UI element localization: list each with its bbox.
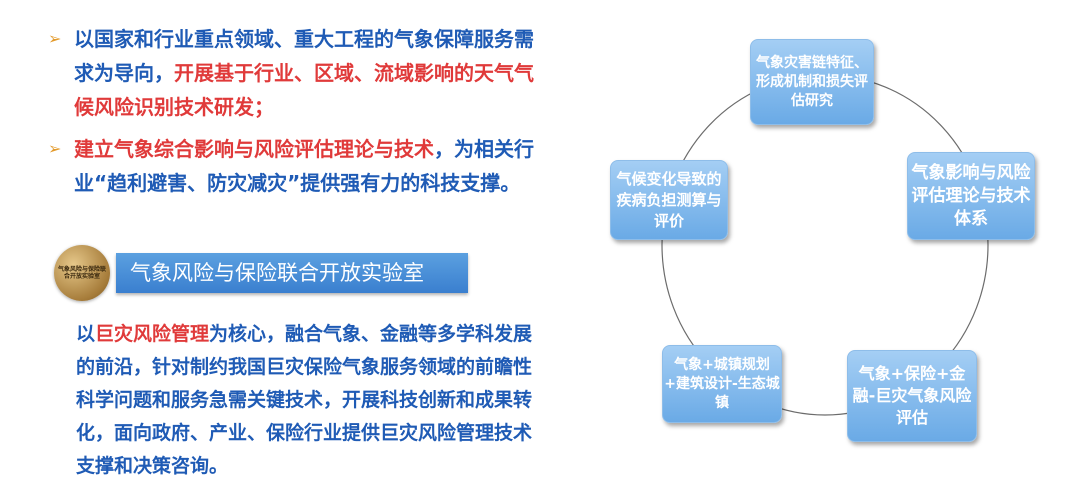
cycle-node-2: 气象影响与风险评估理论与技术体系 <box>907 152 1035 240</box>
bullet-text-plain: 以国家和行业重点领域、重大工程的气象保障服务需求为导向， <box>74 27 534 85</box>
cycle-node-5: 气象+保险+金融-巨灾气象风险评估 <box>847 350 977 442</box>
bullet-arrow-icon: ➢ <box>48 29 62 48</box>
cycle-node-label: 气象影响与风险评估理论与技术体系 <box>911 162 1031 229</box>
bullet-item-2: ➢ 建立气象综合影响与风险评估理论与技术，为相关行业“趋利避害、防灾减灾”提供强… <box>48 132 548 200</box>
bullet-item-1: ➢ 以国家和行业重点领域、重大工程的气象保障服务需求为导向，开展基于行业、区域、… <box>48 22 548 124</box>
lab-title-banner: 气象风险与保险联合开放实验室 <box>116 253 468 293</box>
desc-highlight: 巨灾风险管理 <box>95 323 210 345</box>
cycle-node-1: 气象灾害链特征、形成机制和损失评估研究 <box>750 39 874 125</box>
lab-description: 以巨灾风险管理为核心，融合气象、金融等多学科发展的前沿，针对制约我国巨灾保险气象… <box>76 318 546 483</box>
cycle-node-label: 气象灾害链特征、形成机制和损失评估研究 <box>756 54 868 109</box>
lab-header: 气象风险与保险联合开放实验室 气象风险与保险联合开放实验室 <box>54 245 474 301</box>
bullet-arrow-icon: ➢ <box>48 139 62 158</box>
cycle-node-label: 气象+保险+金融-巨灾气象风险评估 <box>852 364 972 427</box>
bullet-text-highlight: 开展基于行业、区域、流域影响的天气气候风险识别技术研发 <box>74 61 534 119</box>
desc-lead: 以 <box>76 323 96 345</box>
bullet-text: 以国家和行业重点领域、重大工程的气象保障服务需求为导向，开展基于行业、区域、流域… <box>48 22 548 124</box>
bullet-text: 建立气象综合影响与风险评估理论与技术，为相关行业“趋利避害、防灾减灾”提供强有力… <box>48 132 548 200</box>
lab-seal-logo: 气象风险与保险联合开放实验室 <box>54 245 110 301</box>
cycle-node-label: 气象+城镇规划+建筑设计-生态城镇 <box>664 356 780 411</box>
bullet-text-plain: ，为相关行业“趋利避害、防灾减灾”提供强有力的科技支撑。 <box>74 137 534 195</box>
cycle-node-3: 气候变化导致的疾病负担测算与评价 <box>610 160 728 240</box>
cycle-node-4: 气象+城镇规划+建筑设计-生态城镇 <box>662 345 782 423</box>
cycle-node-label: 气候变化导致的疾病负担测算与评价 <box>616 169 722 230</box>
bullet-text-tail: ； <box>254 95 274 119</box>
desc-body: 为核心，融合气象、金融等多学科发展的前沿，针对制约我国巨灾保险气象服务领域的前瞻… <box>76 323 533 477</box>
bullet-text-highlight: 建立气象综合影响与风险评估理论与技术 <box>74 137 434 161</box>
lab-seal-text: 气象风险与保险联合开放实验室 <box>57 266 106 280</box>
